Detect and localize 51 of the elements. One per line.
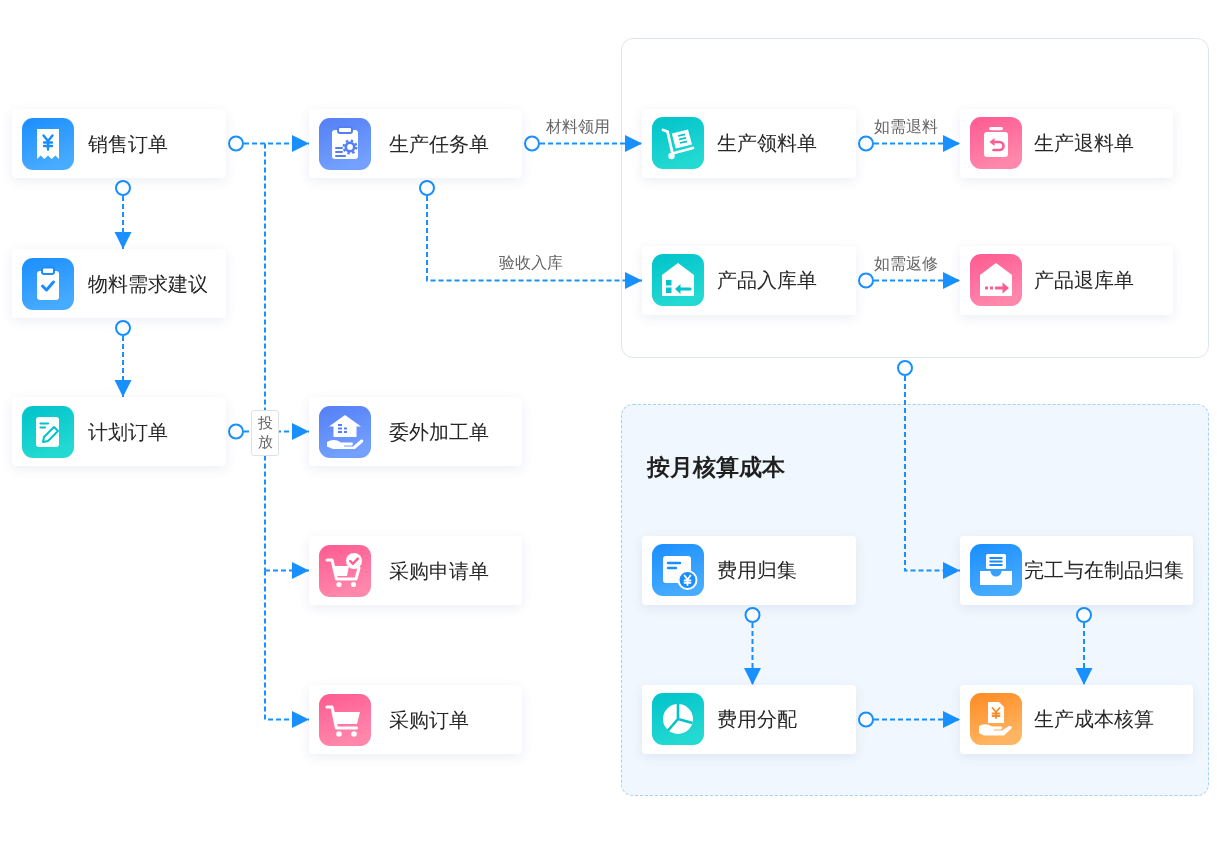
card-title: 产品入库单 [716,267,817,293]
dashed-arrow [855,272,961,289]
dashed-arrow [114,317,132,398]
process-card [959,535,1193,605]
dashed-arrow [225,135,310,152]
dashed-arrow [1075,604,1093,686]
group-panel [621,404,1209,796]
edge-label: 投放 [251,409,279,456]
card-title: 费用分配 [716,706,797,732]
card-title: 生产任务单 [389,130,489,157]
edge-label: 验收入库 [497,253,565,273]
dashed-arrow [855,711,961,728]
card-title: 产品退库单 [1033,267,1134,293]
dashed-arrow [521,135,643,152]
dashed-arrow [264,569,310,728]
card-title: 生产退料单 [1033,130,1134,156]
group-frame [621,38,1209,358]
process-card [12,109,226,178]
card-title: 生产成本核算 [1033,706,1154,732]
dashed-arrow [114,177,132,250]
card-title: 物料需求建议 [88,270,208,297]
process-card [641,245,856,315]
card-title: 生产领料单 [716,130,817,156]
process-card [641,535,856,605]
process-card [641,684,856,754]
card-title: 计划订单 [88,418,168,445]
process-card [959,684,1193,754]
group-title: 按月核算成本 [646,452,785,482]
card-title: 完工与在制品归集 [1023,557,1184,583]
edge-label: 如需退料 [872,117,940,137]
card-title: 采购申请单 [389,557,489,584]
edge-label: 如需返修 [872,254,940,274]
process-card [959,108,1173,178]
dashed-arrow [419,177,643,289]
dashed-arrow [264,562,310,579]
process-card [12,249,226,318]
card-title: 采购订单 [389,706,469,733]
process-card [309,536,522,605]
process-card [12,397,226,466]
edge-label: 材料领用 [544,117,612,137]
dashed-arrow [855,135,961,152]
process-card [641,108,856,178]
process-card [959,245,1173,315]
dashed-arrow [744,604,761,686]
card-title: 费用归集 [716,557,797,583]
card-title: 委外加工单 [389,418,489,445]
card-title: 销售订单 [88,130,168,157]
process-card [309,685,522,754]
process-card [309,397,522,466]
dashed-arrow [897,357,961,579]
process-card [309,109,522,178]
